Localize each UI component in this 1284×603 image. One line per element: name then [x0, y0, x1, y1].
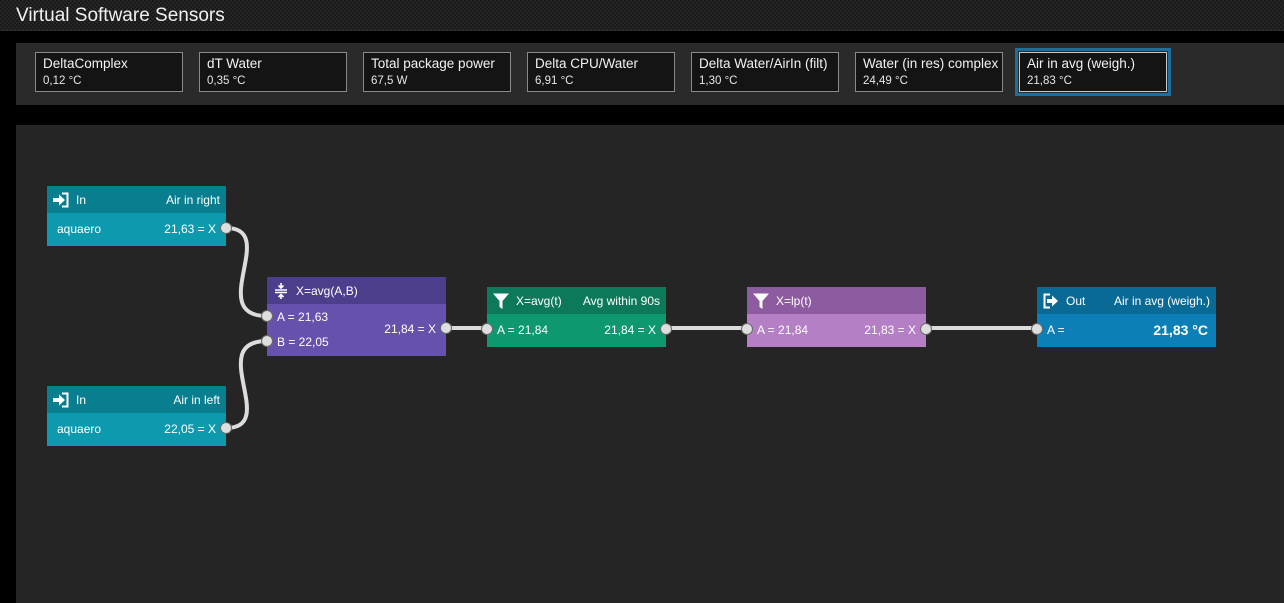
node-lp-filter[interactable]: X=lp(t) A = 21,84 21,83 = X	[741, 287, 932, 347]
node-name: Air in right	[165, 193, 220, 207]
sensor-value: 24,49 °C	[863, 75, 908, 87]
sensor-value: 1,30 °C	[699, 75, 738, 87]
node-body: A = 21,83 °C	[1037, 314, 1216, 347]
node-input-b: B = 22,05	[277, 335, 329, 349]
node-header: In Air in right	[47, 186, 226, 213]
node-name: Air in left	[173, 393, 220, 407]
sensor-value: 0,12 °C	[43, 75, 82, 87]
input-port-a[interactable]	[261, 310, 273, 322]
filter-icon	[493, 293, 509, 309]
node-body: aquaero 22,05 = X	[47, 413, 226, 446]
node-avg-filter[interactable]: X=avg(t) Avg within 90s A = 21,84 21,84 …	[481, 287, 672, 347]
node-out-air-in-avg[interactable]: Out Air in avg (weigh.) A = 21,83 °C	[1031, 287, 1216, 347]
node-output: 21,63 = X	[164, 222, 216, 236]
sensor-name: Delta CPU/Water	[535, 56, 639, 71]
input-port-a[interactable]	[481, 323, 493, 335]
node-in-air-in-left[interactable]: In Air in left aquaero 22,05 = X	[47, 386, 232, 446]
node-output: 21,84 = X	[384, 322, 436, 336]
node-type: Out	[1066, 294, 1086, 308]
node-header: X=avg(A,B)	[267, 277, 446, 304]
output-port[interactable]	[220, 422, 232, 434]
node-output: 21,83 = X	[864, 323, 916, 337]
sensor-value: 6,91 °C	[535, 75, 574, 87]
window-title: Virtual Software Sensors	[16, 5, 225, 26]
sensor-tile-water-complex[interactable]: Water (in res) complex 24,49 °C	[855, 52, 1003, 92]
node-input-a: A = 21,84	[497, 323, 549, 337]
filter-icon	[753, 293, 769, 309]
node-output: 21,84 = X	[604, 323, 656, 337]
node-output: 22,05 = X	[164, 422, 216, 436]
sensor-name: Air in avg (weigh.)	[1027, 56, 1136, 71]
node-header: X=avg(t) Avg within 90s	[487, 287, 666, 314]
sensor-tile-dt-water[interactable]: dT Water 0,35 °C	[199, 52, 347, 92]
node-source: aquaero	[57, 422, 102, 436]
node-type: X=lp(t)	[776, 294, 812, 308]
sensor-name: Total package power	[371, 56, 495, 71]
output-port[interactable]	[660, 323, 672, 335]
node-name: Avg within 90s	[582, 294, 660, 308]
average-icon	[275, 283, 287, 299]
input-port-b[interactable]	[261, 335, 273, 347]
node-input-a: A = 21,84	[757, 323, 809, 337]
node-source: aquaero	[57, 222, 102, 236]
node-name: Air in avg (weigh.)	[1113, 294, 1210, 308]
node-type: X=avg(A,B)	[296, 284, 358, 298]
sensor-value: 0,35 °C	[207, 75, 246, 87]
sign-out-icon	[1043, 293, 1058, 309]
node-body: A = 21,84 21,84 = X	[487, 314, 666, 347]
output-port[interactable]	[220, 222, 232, 234]
node-body: aquaero 21,63 = X	[47, 213, 226, 246]
sensor-name: Water (in res) complex	[863, 56, 999, 71]
node-type: In	[76, 193, 87, 207]
node-header: X=lp(t)	[747, 287, 926, 314]
node-body: A = 21,63 B = 22,05 21,84 = X	[267, 304, 446, 356]
node-type: X=avg(t)	[516, 294, 562, 308]
sensor-name: Delta Water/AirIn (filt)	[699, 56, 828, 71]
input-port-a[interactable]	[1031, 323, 1043, 335]
sensor-tile-total-package-power[interactable]: Total package power 67,5 W	[363, 52, 511, 92]
node-in-air-in-right[interactable]: In Air in right aquaero 21,63 = X	[47, 186, 232, 246]
node-average[interactable]: X=avg(A,B) A = 21,63 B = 22,05 21,84 = X	[261, 277, 452, 356]
title-bar: Virtual Software Sensors	[0, 0, 1284, 31]
sensor-name: dT Water	[207, 56, 262, 71]
sensor-value: 21,83 °C	[1027, 75, 1072, 87]
sensor-tile-delta-water-airin[interactable]: Delta Water/AirIn (filt) 1,30 °C	[691, 52, 839, 92]
sign-in-icon	[53, 392, 69, 408]
sensor-tile-deltacomplex[interactable]: DeltaComplex 0,12 °C	[35, 52, 183, 92]
sensor-value: 67,5 W	[371, 75, 408, 87]
node-input-a: A =	[1047, 323, 1065, 337]
sensor-name: DeltaComplex	[43, 56, 128, 71]
sensor-tile-air-in-avg[interactable]: Air in avg (weigh.) 21,83 °C	[1015, 48, 1171, 96]
sensor-strip: DeltaComplex 0,12 °C dT Water 0,35 °C To…	[16, 43, 1284, 105]
output-port[interactable]	[920, 323, 932, 335]
input-port-a[interactable]	[741, 323, 753, 335]
node-header: In Air in left	[47, 386, 226, 413]
output-port[interactable]	[440, 322, 452, 334]
sign-in-icon	[53, 192, 69, 208]
node-value: 21,83 °C	[1153, 322, 1208, 338]
node-body: A = 21,84 21,83 = X	[747, 314, 926, 347]
node-type: In	[76, 393, 87, 407]
node-input-a: A = 21,63	[277, 310, 329, 324]
node-header: Out Air in avg (weigh.)	[1037, 287, 1216, 314]
sensor-tile-delta-cpu-water[interactable]: Delta CPU/Water 6,91 °C	[527, 52, 675, 92]
